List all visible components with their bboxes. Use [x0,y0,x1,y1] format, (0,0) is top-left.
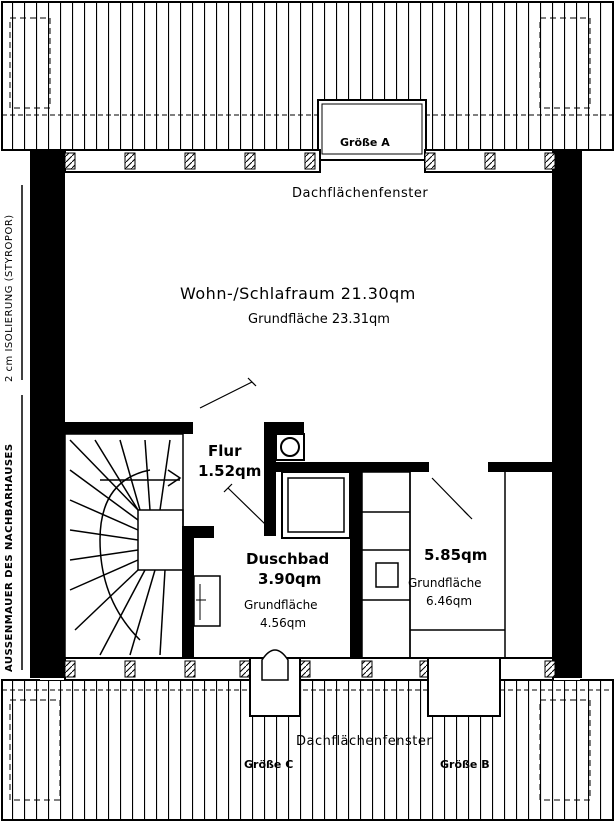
chimney-vent [275,433,305,461]
bath-title: Duschbad [246,550,330,568]
window-top-name-label: Dachflächenfenster [292,186,429,201]
interior-walls [65,422,553,658]
bath-area-value: 4.56qm [260,616,307,630]
hall-title: Flur [208,442,242,460]
dormer-window-bottom-b [427,657,501,717]
interior-floor [40,150,580,680]
window-c-size-label: Größe C [244,758,294,771]
hall-area: 1.52qm [198,462,262,480]
window-top-size-label: Größe A [340,136,390,149]
party-wall-note: AUSSENMAUER DES NACHBARHAUSES [4,443,15,672]
cabinets [361,471,506,659]
bath-area: 3.90qm [258,570,322,588]
insulation-note: 2 cm ISOLIERUNG (STYROPOR) [4,214,15,382]
top-window-strip [64,149,556,173]
roof-bottom [1,679,614,821]
room-area-label: Grundfläche [408,576,482,590]
shower-tray [281,471,351,539]
dimension-lines [199,377,473,526]
toilet [261,649,289,681]
dormer-window-top [317,99,427,161]
room-area: 5.85qm [424,546,488,564]
dormer-window-bottom-c [249,657,301,717]
staircase [64,433,184,659]
wash-basin [193,575,221,627]
roof-top [1,1,614,151]
living-room-area: Grundfläche 23.31qm [248,312,390,327]
bottom-window-strip [64,657,556,681]
room-area-value: 6.46qm [426,594,473,608]
window-bottom-name-label: Dachflächenfenster [296,734,433,749]
living-room-title: Wohn-/Schlafraum 21.30qm [180,284,416,303]
outer-walls [30,150,582,678]
bath-area-label: Grundfläche [244,598,318,612]
window-b-size-label: Größe B [440,758,490,771]
